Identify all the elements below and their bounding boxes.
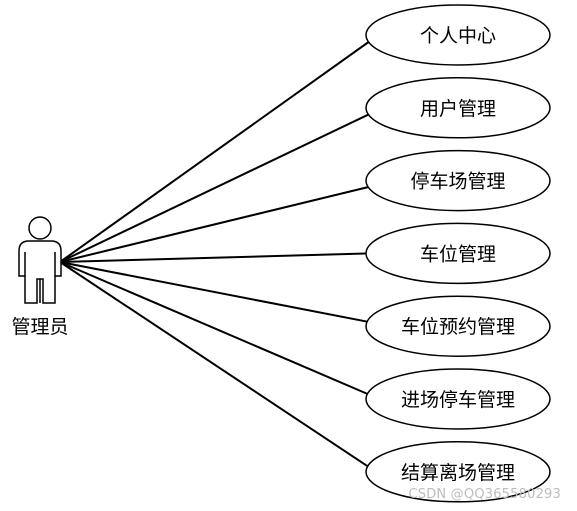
use-case-ellipse xyxy=(365,222,551,285)
use-case: 车位管理 xyxy=(365,222,551,285)
actor-admin: 管理员 xyxy=(11,216,69,338)
actor-label: 管理员 xyxy=(11,316,68,338)
use-case-ellipse xyxy=(365,368,551,430)
actor-figure-icon xyxy=(18,216,62,304)
association-line xyxy=(59,40,371,263)
use-case-ellipse xyxy=(365,441,551,503)
use-case-label: 停车场管理 xyxy=(410,171,505,193)
use-case-ellipse xyxy=(365,295,551,357)
association-line xyxy=(59,185,371,263)
use-case-label: 进场停车管理 xyxy=(401,389,515,411)
use-case: 车位预约管理 xyxy=(365,295,551,357)
association-line xyxy=(59,252,371,263)
association-line xyxy=(59,261,371,396)
use-case-ellipse xyxy=(365,77,551,139)
use-case-ellipse xyxy=(365,149,551,212)
use-case-label: 车位预约管理 xyxy=(401,316,515,338)
use-case: 结算离场管理 xyxy=(365,441,551,503)
association-line xyxy=(59,261,371,469)
use-case: 停车场管理 xyxy=(365,149,551,212)
association-lines xyxy=(59,40,371,469)
watermark: CSDN @QQ365580293 xyxy=(408,487,561,502)
use-case-label: 用户管理 xyxy=(420,98,496,120)
use-case-label: 个人中心 xyxy=(420,25,496,47)
association-line xyxy=(59,261,371,324)
use-case-label: 车位管理 xyxy=(420,243,496,265)
use-case: 进场停车管理 xyxy=(365,368,551,430)
use-case: 用户管理 xyxy=(365,77,551,139)
association-line xyxy=(59,112,371,263)
use-case-label: 结算离场管理 xyxy=(401,462,515,484)
use-case: 个人中心 xyxy=(365,4,551,66)
use-case-ellipse xyxy=(365,4,551,66)
